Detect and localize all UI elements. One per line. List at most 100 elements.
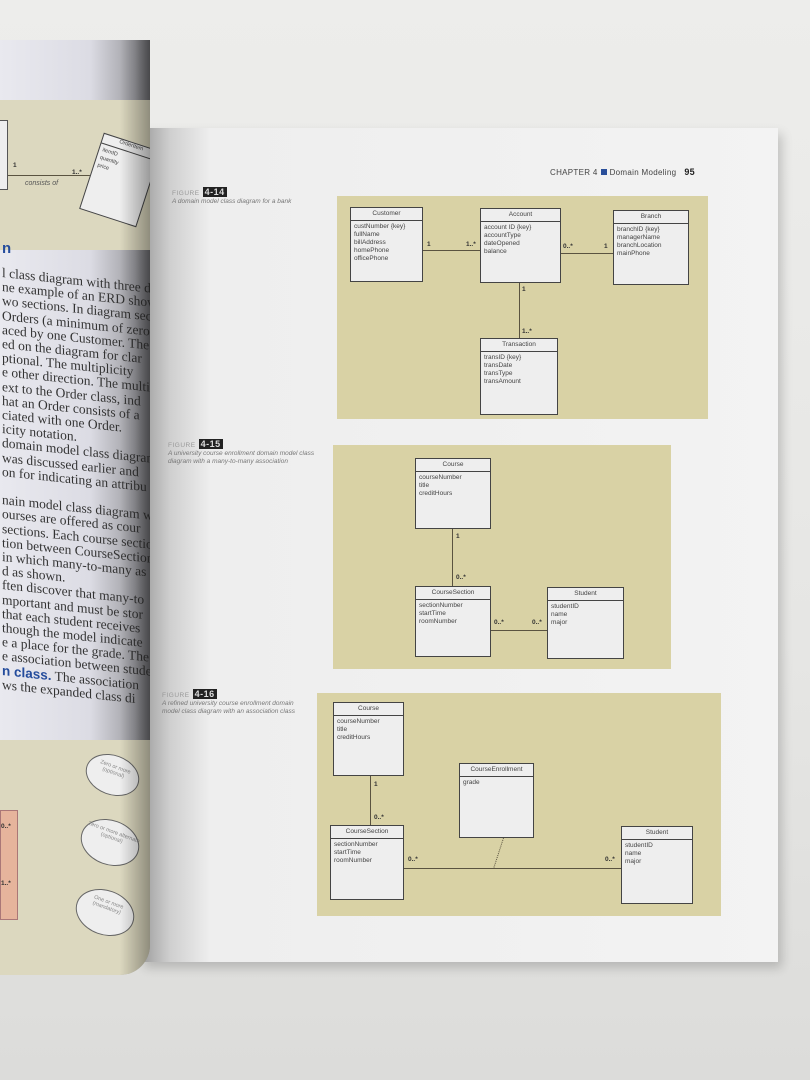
class-name: Branch (614, 211, 688, 224)
caption-text: A university course enrollment domain mo… (168, 450, 315, 465)
attribute: billAddress (354, 239, 386, 246)
figure-number: 4-14 (202, 187, 227, 197)
left-page: 1 1..* consists of OrderItemitemIDquanti… (0, 40, 150, 975)
figure-label: FIGURE (168, 442, 196, 449)
multiplicity: 0..* (494, 619, 504, 626)
association-line (560, 253, 613, 255)
association-line (422, 250, 480, 252)
class-name: Account (481, 209, 560, 222)
attribute: name (625, 850, 642, 857)
class-name: Student (548, 588, 623, 601)
association-line (519, 283, 521, 338)
attribute: roomNumber (419, 618, 457, 625)
multiplicity: 0..* (563, 243, 573, 250)
class-course-enrollment: CourseEnrollment grade (459, 763, 534, 838)
attribute: startTime (334, 849, 361, 856)
attribute: sectionNumber (334, 841, 378, 848)
figure-label: FIGURE (162, 692, 190, 699)
attribute: branchLocation (617, 242, 662, 249)
figure-number: 4-16 (192, 689, 217, 699)
attribute: mainPhone (617, 250, 650, 257)
section-title: Domain Modeling (609, 168, 677, 177)
multiplicity: 1 (427, 241, 431, 248)
association-line (490, 630, 547, 632)
attribute: custNumber {key} (354, 223, 406, 230)
attribute: dateOpened (484, 240, 520, 247)
multiplicity: 0..* (456, 574, 466, 581)
attribute: title (337, 726, 348, 733)
multiplicity: 1..* (522, 328, 532, 335)
class-name: Transaction (481, 339, 557, 352)
attribute: homePhone (354, 247, 390, 254)
attribute: studentID (551, 603, 579, 610)
class-name: Customer (351, 208, 422, 221)
attribute: transDate (484, 362, 513, 369)
attribute: grade (463, 779, 480, 786)
multiplicity: 1..* (466, 241, 476, 248)
multiplicity: 1 (13, 162, 17, 169)
multiplicity: 1 (374, 781, 378, 788)
multiplicity: 0..* (408, 856, 418, 863)
association-line (8, 175, 93, 177)
association-line (403, 868, 621, 870)
multiplicity: 0..* (1, 823, 11, 830)
class-name: Course (334, 703, 403, 716)
attribute: transType (484, 370, 513, 377)
association-label: consists of (25, 180, 59, 187)
multiplicity: 0..* (532, 619, 542, 626)
multiplicity: 0..* (605, 856, 615, 863)
association-line (452, 528, 454, 586)
attribute: creditHours (419, 490, 453, 497)
attribute: branchID {key} (617, 226, 660, 233)
attribute: fullName (354, 231, 380, 238)
square-bullet-icon (600, 169, 607, 175)
multiplicity: 0..* (374, 814, 384, 821)
class-name: Course (416, 459, 490, 472)
multiplicity: 1 (456, 533, 460, 540)
class-box (0, 120, 8, 190)
multiplicity: 1 (604, 243, 608, 250)
attribute: courseNumber (337, 718, 380, 725)
page-number: 95 (684, 167, 695, 177)
attribute: courseNumber (419, 474, 462, 481)
class-name: CourseEnrollment (460, 764, 533, 777)
multiplicity: 1..* (72, 169, 82, 176)
section-heading: n (2, 240, 12, 257)
attribute: balance (484, 248, 507, 255)
caption-text: A refined university course enrollment d… (162, 700, 295, 715)
attribute: account ID {key} (484, 224, 532, 231)
attribute: title (419, 482, 430, 489)
class-name: CourseSection (416, 587, 490, 600)
attribute: roomNumber (334, 857, 372, 864)
multiplicity: 1..* (1, 880, 11, 887)
class-box (0, 810, 18, 920)
caption-text: A domain model class diagram for a bank (172, 198, 292, 205)
attribute: creditHours (337, 734, 371, 741)
multiplicity: 1 (522, 286, 526, 293)
attribute: transID {key} (484, 354, 522, 361)
attribute: studentID (625, 842, 653, 849)
class-name: CourseSection (331, 826, 403, 839)
figure-number: 4-15 (198, 439, 223, 449)
chapter-label: CHAPTER 4 (550, 168, 598, 177)
attribute: sectionNumber (419, 602, 463, 609)
attribute: officePhone (354, 255, 389, 262)
attribute: accountType (484, 232, 521, 239)
figure-label: FIGURE (172, 190, 200, 197)
class-name: Student (622, 827, 692, 840)
attribute: managerName (617, 234, 660, 241)
association-line (370, 776, 372, 825)
attribute: transAmount (484, 378, 521, 385)
spine-shadow (120, 40, 150, 975)
